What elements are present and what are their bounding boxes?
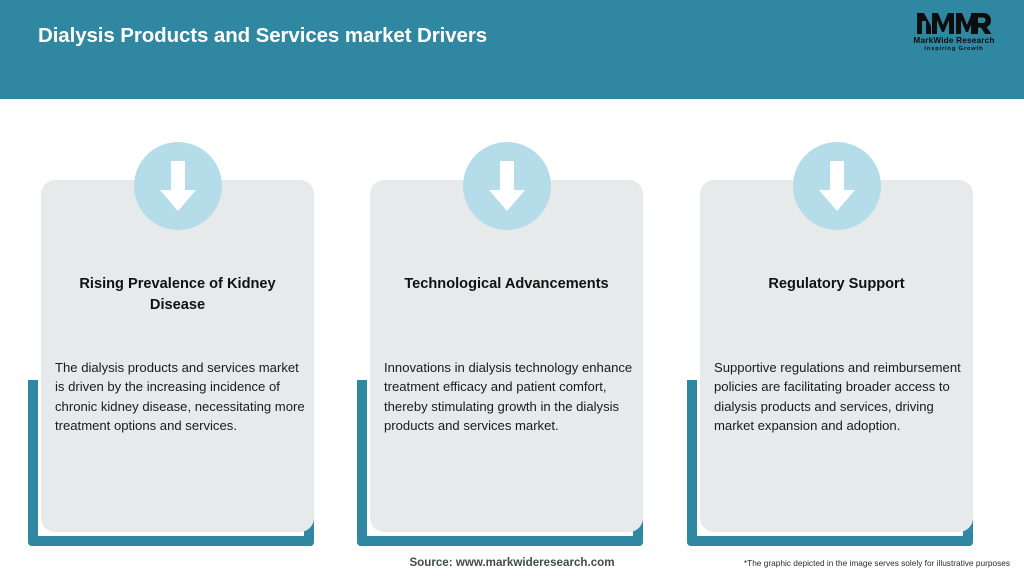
driver-card-group-3: Regulatory Support Supportive regulation… <box>687 142 973 546</box>
brand-logo: MarkWide Research Inspiring Growth <box>902 10 1006 64</box>
header-band <box>0 0 1024 99</box>
card-body: Innovations in dialysis technology enhan… <box>384 360 633 434</box>
logo-company-name: MarkWide Research <box>913 36 995 45</box>
driver-card[interactable]: Rising Prevalence of Kidney Disease The … <box>41 142 314 532</box>
driver-card-group-2: Technological Advancements Innovations i… <box>357 142 643 546</box>
source-label: Source: www.markwideresearch.com <box>409 556 615 569</box>
card-body: The dialysis products and services marke… <box>55 360 305 434</box>
driver-card[interactable]: Technological Advancements Innovations i… <box>370 142 643 532</box>
card-body: Supportive regulations and reimbursement… <box>714 360 961 434</box>
card-title: Regulatory Support <box>768 276 905 292</box>
arrow-down-icon <box>792 142 881 230</box>
arrow-down-glyph <box>488 161 525 211</box>
driver-card[interactable]: Regulatory Support Supportive regulation… <box>700 142 973 532</box>
mwr-logo-icon <box>917 13 992 34</box>
arrow-down-glyph <box>818 161 855 211</box>
card-title: Technological Advancements <box>404 276 609 292</box>
page-title: Dialysis Products and Services market Dr… <box>38 24 488 47</box>
arrow-down-glyph <box>159 161 196 211</box>
disclaimer-label: *The graphic depicted in the image serve… <box>743 558 1010 568</box>
arrow-down-icon <box>462 142 551 230</box>
logo-tagline: Inspiring Growth <box>924 46 984 53</box>
card-title: Rising Prevalence of Kidney Disease <box>79 276 276 313</box>
driver-card-group-1: Rising Prevalence of Kidney Disease The … <box>28 142 314 546</box>
arrow-down-icon <box>133 142 222 230</box>
